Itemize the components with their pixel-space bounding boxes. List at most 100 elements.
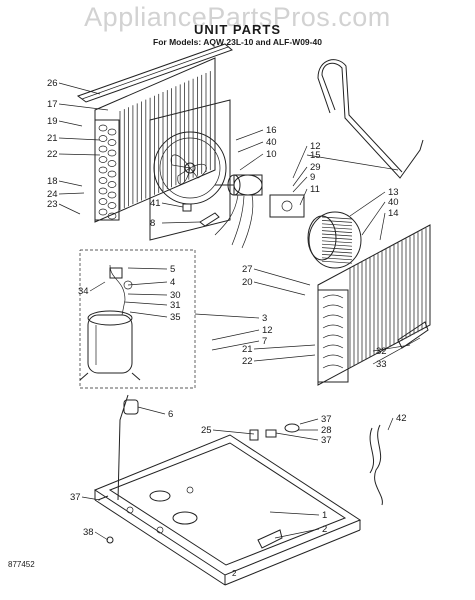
callout-label-26: 26 — [47, 78, 58, 89]
callout-label-2: 2 — [322, 524, 327, 535]
condenser-coil — [94, 57, 216, 223]
callout-label-12: 12 — [310, 141, 321, 152]
callout-leader-line — [211, 329, 260, 341]
callout-label-34: 34 — [78, 286, 89, 297]
callout-leader-line — [237, 141, 264, 153]
callout-label-28: 28 — [321, 425, 332, 436]
callout-label-25: 25 — [201, 425, 212, 436]
callout-label-1: 1 — [322, 510, 327, 521]
callout-leader-line — [161, 202, 184, 208]
callout-leader-line — [58, 120, 83, 127]
callout-leader-line — [58, 180, 83, 187]
callout-label-22: 22 — [47, 149, 58, 160]
callout-leader-line — [253, 268, 311, 286]
callout-label-6: 6 — [168, 409, 173, 420]
callout-label-15: 15 — [310, 150, 321, 161]
callout-leaders — [58, 82, 421, 541]
callout-leader-line — [194, 313, 260, 319]
callout-labels: 2617192122182423164010121529911418134014… — [47, 78, 407, 538]
callout-leader-line — [372, 337, 421, 365]
small-parts — [97, 203, 383, 544]
callout-label-20: 20 — [242, 277, 253, 288]
callout-leader-line — [89, 281, 106, 292]
callout-label-14: 14 — [388, 208, 399, 219]
base-pan — [93, 394, 362, 586]
callout-leader-line — [275, 432, 319, 441]
callout-leader-line — [58, 203, 81, 215]
callout-leader-line — [58, 103, 109, 111]
callout-leader-line — [306, 154, 399, 171]
callout-leader-line — [253, 354, 316, 362]
callout-leader-line — [292, 145, 308, 179]
callout-label-17: 17 — [47, 99, 58, 110]
callout-label-37: 37 — [321, 435, 332, 446]
callout-leader-line — [211, 340, 260, 351]
callout-leader-line — [127, 281, 168, 286]
callout-leader-line — [58, 137, 101, 141]
callout-label-16: 16 — [266, 125, 277, 136]
callout-label-37: 37 — [321, 414, 332, 425]
callout-label-21: 21 — [242, 344, 253, 355]
callout-label-8: 8 — [150, 218, 155, 229]
callout-leader-line — [58, 192, 85, 195]
callout-label-10: 10 — [266, 149, 277, 160]
callout-leader-line — [124, 301, 168, 306]
callout-label-40: 40 — [388, 197, 399, 208]
callout-label-42: 42 — [396, 413, 407, 424]
callout-leader-line — [129, 311, 168, 318]
callout-leader-line — [269, 511, 320, 516]
callout-label-18: 18 — [47, 176, 58, 187]
callout-label-9: 9 — [310, 172, 315, 183]
callout-leader-line — [239, 153, 264, 171]
callout-label-23: 23 — [47, 199, 58, 210]
callout-label-22: 22 — [242, 356, 253, 367]
callout-leader-line — [81, 496, 101, 501]
callout-leader-line — [372, 344, 411, 352]
callout-label-32: 32 — [376, 346, 387, 357]
callout-label-21: 21 — [47, 133, 58, 144]
callout-leader-line — [361, 201, 386, 236]
fan-motor — [214, 174, 305, 249]
callout-label-30: 30 — [170, 290, 181, 301]
callout-leader-line — [292, 176, 308, 193]
callout-leader-line — [349, 191, 386, 217]
callout-label-7: 7 — [262, 336, 267, 347]
callout-label-31: 31 — [170, 300, 181, 311]
callout-leader-line — [58, 153, 101, 156]
callout-label-33: 33 — [376, 359, 387, 370]
callout-leader-line — [137, 406, 166, 415]
callout-label-27: 27 — [242, 264, 253, 275]
diagram-title: UNIT PARTS — [193, 22, 282, 37]
page-number: 2 — [232, 569, 237, 578]
callout-leader-line — [253, 344, 316, 350]
callout-leader-line — [379, 212, 386, 241]
callout-leader-line — [299, 188, 308, 206]
callout-label-5: 5 — [170, 264, 175, 275]
callout-label-38: 38 — [83, 527, 94, 538]
fan-shroud — [149, 99, 231, 241]
callout-label-24: 24 — [47, 189, 58, 200]
callout-label-19: 19 — [47, 116, 58, 127]
callout-leader-line — [235, 129, 264, 141]
top-mounting-strip — [76, 43, 233, 103]
callout-label-40: 40 — [266, 137, 277, 148]
callout-leader-line — [274, 528, 320, 539]
callout-label-35: 35 — [170, 312, 181, 323]
callout-label-3: 3 — [262, 313, 267, 324]
blower-wheel — [307, 211, 362, 269]
evaporator-coil — [317, 224, 431, 386]
callout-leader-line — [94, 531, 109, 541]
callout-label-29: 29 — [310, 162, 321, 173]
drain-tube — [317, 59, 424, 179]
callout-label-37: 37 — [70, 492, 81, 503]
callout-leader-line — [299, 418, 319, 425]
callout-leader-line — [387, 417, 394, 431]
callout-leader-line — [127, 267, 168, 270]
callout-label-12: 12 — [262, 325, 273, 336]
callout-leader-line — [212, 429, 255, 435]
watermark: AppliancePartsPros.com — [84, 2, 391, 32]
models-subtitle: For Models: AQW 23L-10 and ALF-W09-40 — [153, 37, 322, 47]
part-code: 877452 — [8, 560, 35, 569]
callout-label-11: 11 — [310, 184, 320, 195]
